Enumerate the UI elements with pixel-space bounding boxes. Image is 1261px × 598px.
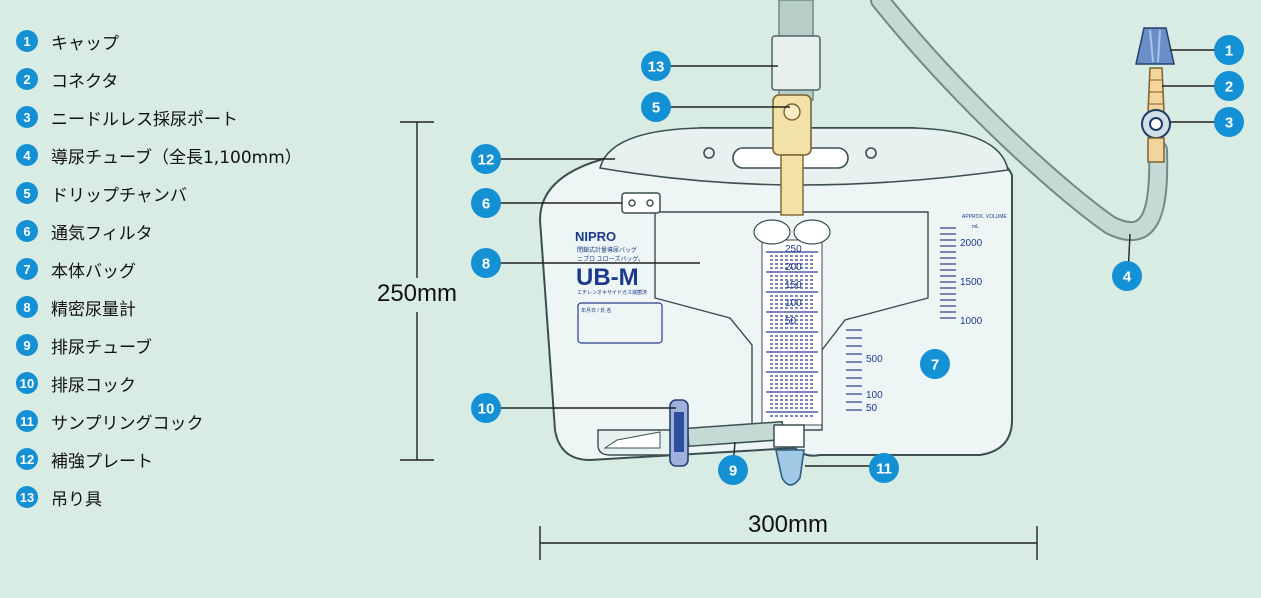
diagram-badge-number: 8 [482,256,490,273]
bag-body [538,94,1013,462]
legend-label: 補強プレート [51,451,153,472]
diagram-badge-number: 10 [478,401,495,418]
diagram-badge-number: 5 [652,100,660,117]
legend-item: 3 ニードルレス採尿ポート [16,98,302,136]
legend-item: 12 補強プレート [16,440,302,478]
legend-label: ニードルレス採尿ポート [51,109,238,130]
legend-number-badge: 7 [16,258,38,280]
legend-number-badge: 1 [16,30,38,52]
legend-label: 精密尿量計 [51,299,136,320]
legend-number-badge: 11 [16,410,38,432]
diagram-badge-4: 4 [1112,261,1142,291]
leader-lines [500,49,1228,467]
legend-item: 11 サンプリングコック [16,402,302,440]
legend-label: キャップ [51,33,119,54]
diagram-badge-10: 10 [471,393,501,423]
legend-item: 7 本体バッグ [16,250,302,288]
diagram-badge-number: 3 [1225,115,1233,132]
diagram-badge-number: 2 [1225,79,1233,96]
needleless-port [1141,109,1171,163]
height-dimension: 250mm [377,280,457,307]
vent-filter [621,192,661,214]
diagram-badge-3: 3 [1214,107,1244,137]
legend-label: 吊り具 [51,489,102,510]
legend-item: 5 ドリップチャンバ [16,174,302,212]
legend-number-badge: 10 [16,372,38,394]
legend-label: ドリップチャンバ [51,185,187,206]
diagram-badge-13: 13 [641,51,671,81]
legend-number-badge: 4 [16,144,38,166]
diagram-badge-7: 7 [920,349,950,379]
legend-label: 排尿チューブ [51,337,152,358]
scale-label: 250 [785,244,802,255]
model-name: UB-M [576,264,639,291]
legend-label: 導尿チューブ（全長1,100mm） [51,147,302,168]
legend-item: 4 導尿チューブ（全長1,100mm） [16,136,302,174]
legend-label: サンプリングコック [51,413,204,434]
drain-cock [669,399,689,467]
diagram-badge-8: 8 [471,248,501,278]
connector [1147,67,1165,113]
legend-item: 6 通気フィルタ [16,212,302,250]
scale-label: 50 [785,316,797,327]
legend-item: 1 キャップ [16,22,302,60]
scale-label: 200 [785,262,802,273]
cap [1135,27,1175,65]
bag-line2: ニプロ ユローズバッグ。 [577,255,644,263]
approx-volume: APPROX. VOLUME [962,214,1007,220]
legend-item: 2 コネクタ [16,60,302,98]
diagram-badge-6: 6 [471,188,501,218]
width-dimension: 300mm [748,511,828,538]
hanger [771,35,821,91]
legend-number-badge: 6 [16,220,38,242]
scale-label: 1500 [960,277,983,288]
legend-number-badge: 2 [16,68,38,90]
diagram-badge-12: 12 [471,144,501,174]
diagram-badge-number: 1 [1225,43,1233,60]
scale-label: 100 [866,390,883,401]
bag-sub: エチレンオキサイドガス滅菌済 [577,289,647,296]
legend-number-badge: 9 [16,334,38,356]
legend-item: 10 排尿コック [16,364,302,402]
legend-item: 13 吊り具 [16,478,302,516]
bag-line1: 閉鎖式計量導尿バッグ [577,246,637,254]
unit-ml: mL [972,224,979,230]
legend-number-badge: 12 [16,448,38,470]
diagram-badge-5: 5 [641,92,671,122]
scale-label: 2000 [960,238,983,249]
diagram-badge-number: 4 [1123,269,1132,286]
diagram-badge-9: 9 [718,455,748,485]
sampling-cock [773,424,805,486]
legend-label: 本体バッグ [51,261,136,282]
scale-label: 100 [785,298,802,309]
diagram-badge-2: 2 [1214,71,1244,101]
diagram-badge-number: 13 [648,59,665,76]
diagram-badge-number: 9 [729,463,737,480]
diagram-badge-number: 11 [876,461,892,478]
scale-label: 1000 [960,316,983,327]
legend-number-badge: 5 [16,182,38,204]
legend-number-badge: 8 [16,296,38,318]
legend-item: 8 精密尿量計 [16,288,302,326]
diagram-badge-1: 1 [1214,35,1244,65]
scale-label: 50 [866,403,878,414]
brand-logo: NIPRO [575,229,616,244]
legend: 1 キャップ 2 コネクタ 3 ニードルレス採尿ポート 4 導尿チューブ（全長1,100mm）… [16,22,302,516]
diagram-badge-number: 12 [478,152,495,169]
legend-label: 通気フィルタ [51,223,153,244]
scale-label: 150 [785,280,802,291]
scale-label: 500 [866,354,883,365]
date-box-label: 年月日 / 氏 名 [581,307,612,314]
legend-label: 排尿コック [51,375,136,396]
legend-item: 9 排尿チューブ [16,326,302,364]
diagram-badge-number: 6 [482,196,490,213]
legend-label: コネクタ [51,71,119,92]
legend-number-badge: 13 [16,486,38,508]
legend-number-badge: 3 [16,106,38,128]
diagram-badge-number: 7 [931,357,939,374]
diagram-badge-11: 11 [869,453,899,483]
